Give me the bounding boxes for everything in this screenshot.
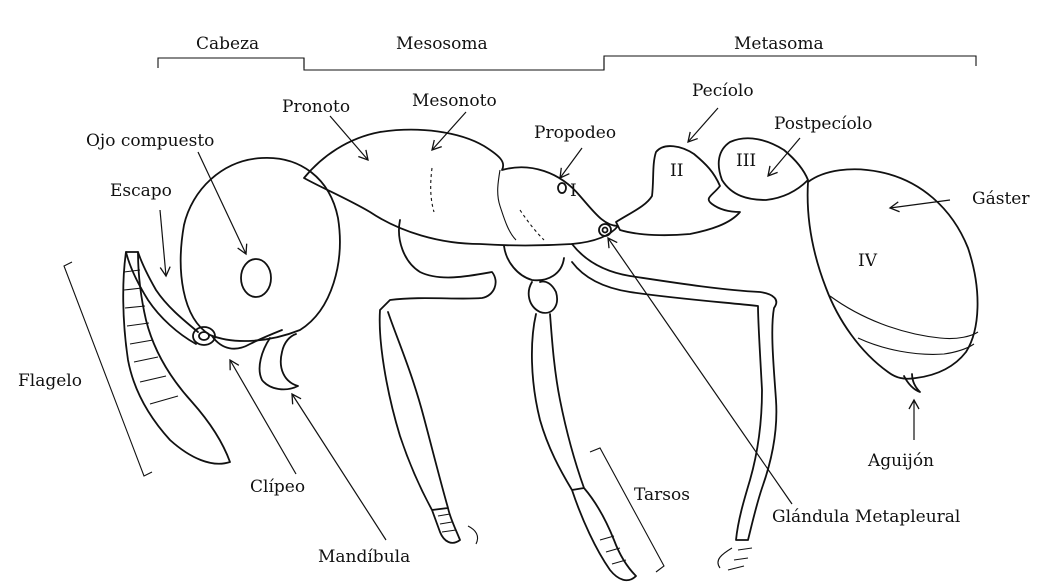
leader-lines <box>64 108 950 572</box>
label-tarsi: Tarsos <box>634 485 690 505</box>
label-clypeus: Clípeo <box>250 477 305 497</box>
label-petiole: Pecíolo <box>692 81 754 101</box>
arrow-mandible <box>292 394 386 540</box>
label-postpetiole: Postpecíolo <box>774 114 872 134</box>
mesosoma-bracket <box>304 58 604 70</box>
compound-eye <box>241 259 271 297</box>
arrow-pronotum <box>330 116 368 160</box>
gaster <box>808 169 978 379</box>
sting <box>904 374 920 392</box>
numeral-petiole: II <box>670 161 683 181</box>
flagellum-bracket <box>64 262 152 476</box>
head-segment-label: Cabeza <box>196 34 259 54</box>
arrow-metapleural-gland <box>608 238 792 504</box>
label-compound-eye: Ojo compuesto <box>86 131 214 151</box>
numeral-propodeum: I <box>570 181 577 201</box>
middle-leg <box>504 246 636 580</box>
label-gaster: Gáster <box>972 189 1030 209</box>
label-flagellum: Flagelo <box>18 371 82 391</box>
arrow-petiole <box>688 108 718 142</box>
label-propodeum: Propodeo <box>534 123 616 143</box>
front-leg <box>380 220 496 543</box>
metasoma-segment-label: Metasoma <box>734 34 824 54</box>
postpetiole <box>719 138 808 200</box>
arrow-propodeum <box>560 148 582 178</box>
head <box>181 158 340 341</box>
tarsi-bracket <box>590 448 664 572</box>
metapleural-gland <box>599 224 611 236</box>
segment-numerals: I II III IV <box>570 151 878 271</box>
antenna-flagellum <box>123 252 230 464</box>
label-mesonotum: Mesonoto <box>412 91 497 111</box>
head-bracket <box>158 58 304 68</box>
label-scape: Escapo <box>110 181 172 201</box>
numeral-postpetiole: III <box>736 151 756 171</box>
arrow-scape <box>160 210 166 276</box>
label-metapleural-gland: Glándula Metapleural <box>772 507 960 527</box>
label-sting: Aguijón <box>867 451 934 471</box>
numeral-gaster: IV <box>858 251 878 271</box>
segment-brackets: Cabeza Mesosoma Metasoma <box>158 34 976 70</box>
label-pronotum: Pronoto <box>282 97 350 117</box>
anatomy-labels: Ojo compuesto Pronoto Mesonoto Propodeo … <box>18 81 1030 567</box>
petiole <box>616 146 740 235</box>
antenna-scape <box>126 252 198 344</box>
mandible-shape <box>260 334 298 389</box>
arrow-compound-eye <box>198 152 246 254</box>
label-mandible: Mandíbula <box>318 547 410 567</box>
mesosoma-segment-label: Mesosoma <box>396 34 488 54</box>
metasoma-bracket <box>604 56 976 70</box>
